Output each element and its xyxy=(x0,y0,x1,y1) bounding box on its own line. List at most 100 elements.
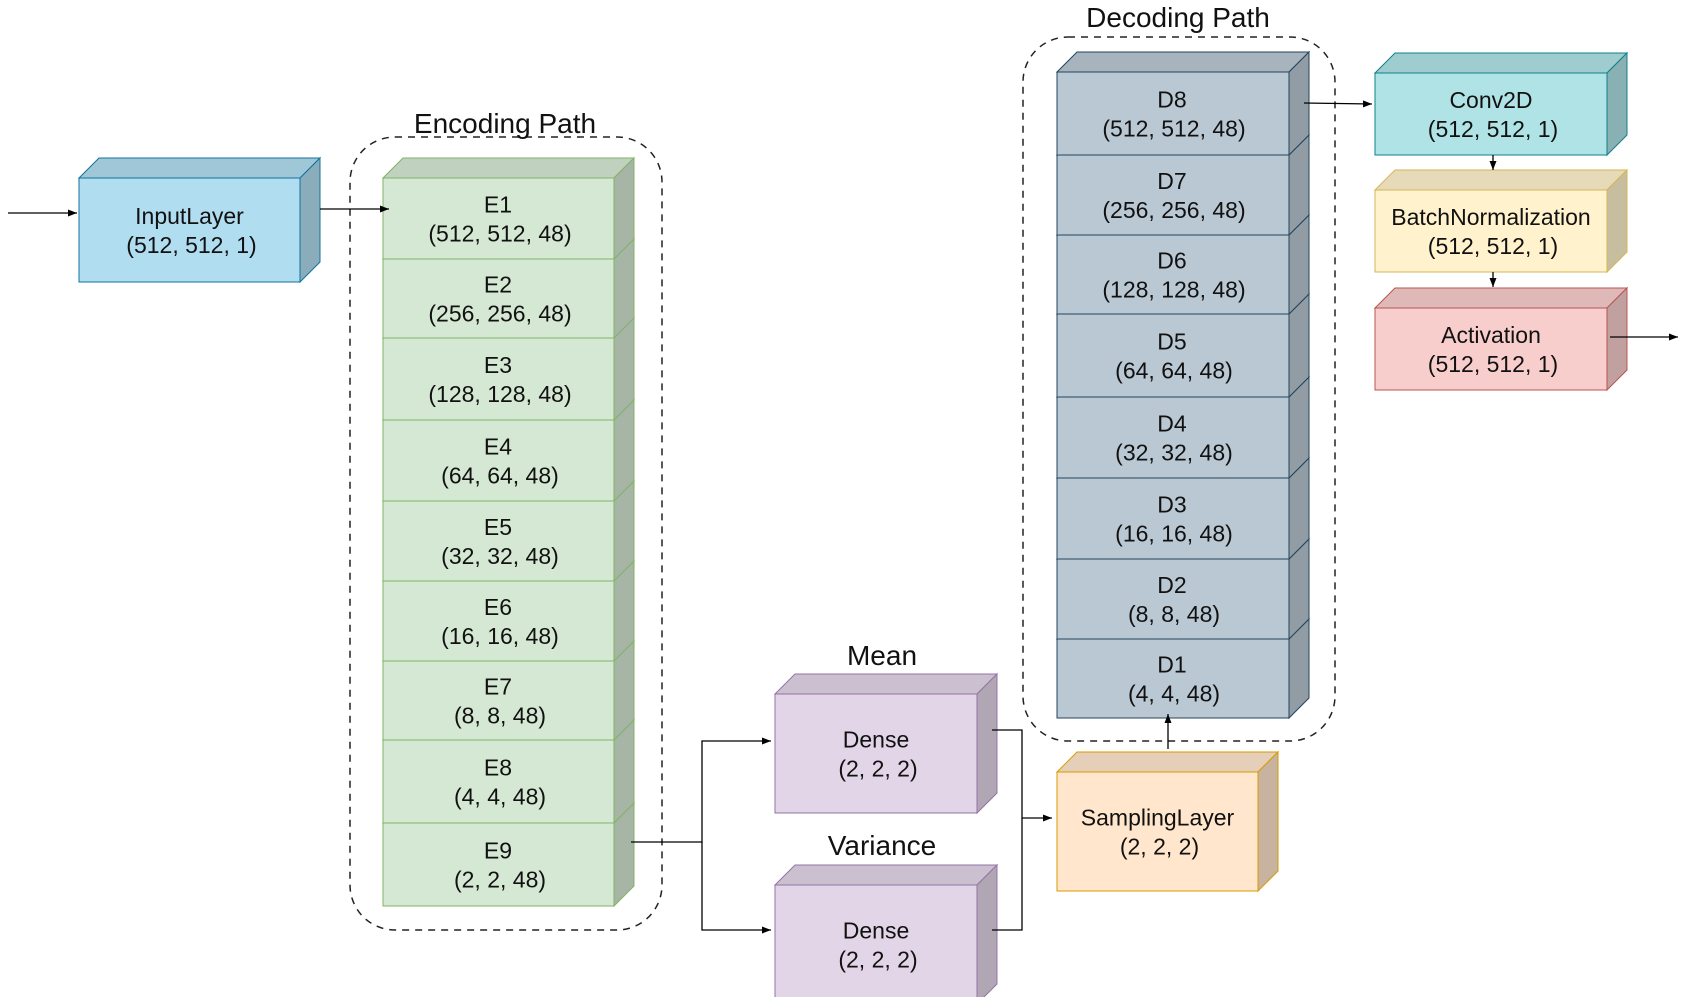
decoder-block-d7-front-face xyxy=(1056,154,1290,236)
decoder-block-d7-shape: (256, 256, 48) xyxy=(1102,197,1245,223)
input-layer-top-face xyxy=(77,157,322,179)
sampling-layer-front-face xyxy=(1056,771,1259,892)
conv2d-layer: Conv2D (512, 512, 1) xyxy=(1373,51,1629,157)
variance-dense-layer-side-face xyxy=(976,863,998,997)
encoder-block-e8-front-face xyxy=(382,739,615,824)
batchnorm-layer-top-face xyxy=(1373,169,1629,191)
decoder-block-d6: D6(128, 128, 48) xyxy=(1055,213,1311,316)
encoder-block-e6-name: E6 xyxy=(484,594,512,620)
activation-layer-front-face xyxy=(1374,307,1608,391)
decoder-block-d1-shape: (4, 4, 48) xyxy=(1128,681,1220,707)
variance-dense-layer-top-face xyxy=(773,864,999,886)
encoder-block-e5-shape: (32, 32, 48) xyxy=(441,543,559,569)
conv2d-layer-front-face xyxy=(1374,72,1608,156)
decoder-block-d8-front-face xyxy=(1056,71,1290,156)
input-layer-front-face xyxy=(78,177,301,283)
conv2d-layer-name: Conv2D xyxy=(1449,87,1532,113)
decoder-block-d3-front-face xyxy=(1056,477,1290,560)
decoder-block-d5-front-face xyxy=(1056,313,1290,398)
decoder-block-d5: D5 (64, 64, 48) xyxy=(1055,292,1311,399)
encoding-path-group xyxy=(349,136,663,931)
encoder-block-e7-shape: (8, 8, 48) xyxy=(454,703,546,729)
encoder-block-e8-shape: (4, 4, 48) xyxy=(454,784,546,810)
mean-dense-layer: Dense (2, 2, 2) xyxy=(773,672,999,815)
encoder-block-e6-front-face xyxy=(382,580,615,662)
mean-dense-layer-shape: (2, 2, 2) xyxy=(838,756,917,782)
encoder-block-e7-front-face xyxy=(382,660,615,741)
sampling-layer-top-face xyxy=(1055,751,1280,773)
input-layer: InputLayer (512, 512, 1) xyxy=(77,156,322,284)
input-layer-side-face xyxy=(299,156,321,284)
variance-dense-layer-name: Dense xyxy=(843,918,909,944)
input-layer-name: InputLayer xyxy=(135,203,244,229)
encoder-block-e7-name: E7 xyxy=(484,674,512,700)
encoder-block-e5-name: E5 xyxy=(484,514,512,540)
batchnorm-layer-shape: (512, 512, 1) xyxy=(1428,233,1558,259)
encoder-block-e3-name: E3 xyxy=(484,352,512,378)
encoder-block-e5-front-face xyxy=(382,500,615,582)
decoder-block-d5-name: D5 xyxy=(1157,329,1186,355)
sampling-layer: SamplingLayer(2, 2, 2) xyxy=(1055,750,1280,893)
variance-title: Variance xyxy=(828,830,936,861)
mean-dense-layer-name: Dense xyxy=(843,727,909,753)
conv2d-layer-shape: (512, 512, 1) xyxy=(1428,116,1558,142)
encoder-block-e9-shape: (2, 2, 48) xyxy=(454,867,546,893)
encoder-block-e4-shape: (64, 64, 48) xyxy=(441,463,559,489)
decoder-block-d8-top-face xyxy=(1055,51,1311,73)
encoder-block-e2-front-face xyxy=(382,258,615,339)
batchnorm-layer-name: BatchNormalization xyxy=(1391,204,1590,230)
sampling-layer-side-face xyxy=(1257,750,1279,893)
batchnorm-layer-front-face xyxy=(1374,189,1608,273)
encoder-block-e1-top-face xyxy=(381,157,636,179)
variance-dense-layer-front-face xyxy=(774,884,978,997)
decoder-block-d2-name: D2 xyxy=(1157,572,1186,598)
decoder-block-d3-name: D3 xyxy=(1157,492,1186,518)
decoder-block-d5-shape: (64, 64, 48) xyxy=(1115,358,1233,384)
encoder-block-e3-front-face xyxy=(382,337,615,421)
sampling-layer-name: SamplingLayer xyxy=(1081,805,1235,831)
connectors xyxy=(8,100,1678,934)
batchnorm-layer: BatchNormalization (512, 512, 1) xyxy=(1373,168,1629,274)
encoder-block-e1-shape: (512, 512, 48) xyxy=(428,221,571,247)
decoder-block-d3-shape: (16, 16, 48) xyxy=(1115,521,1233,547)
activation-layer-name: Activation xyxy=(1441,322,1541,348)
encoding-path-title: Encoding Path xyxy=(414,108,596,139)
encoder-block-e1: E1 (512, 512, 48) xyxy=(381,156,636,261)
decoder-block-d8-shape: (512, 512, 48) xyxy=(1102,116,1245,142)
decoder-block-d8: D8 (512, 512, 48) xyxy=(1055,50,1311,157)
mean-dense-layer-front-face xyxy=(774,693,978,814)
decoder-block-d4-front-face xyxy=(1056,396,1290,479)
e9-to-variance-arrow xyxy=(701,842,771,934)
encoder-block-e1-name: E1 xyxy=(484,192,512,218)
decoder-block-d2-shape: (8, 8, 48) xyxy=(1128,601,1220,627)
activation-layer-shape: (512, 512, 1) xyxy=(1428,351,1558,377)
variance-dense-layer-shape: (2, 2, 2) xyxy=(838,947,917,973)
decoder-block-d7-name: D7 xyxy=(1157,168,1186,194)
encoder-block-e9-name: E9 xyxy=(484,838,512,864)
encoder-block-e6-shape: (16, 16, 48) xyxy=(441,623,559,649)
d8-to-conv-arrow xyxy=(1303,100,1373,108)
encoder-block-e9-front-face xyxy=(382,822,615,907)
decoder-block-d4-shape: (32, 32, 48) xyxy=(1115,440,1233,466)
encoder-block-e8-name: E8 xyxy=(484,755,512,781)
decoder-block-d1-name: D1 xyxy=(1157,652,1186,678)
encoder-block-e3-shape: (128, 128, 48) xyxy=(428,381,571,407)
activation-layer-top-face xyxy=(1373,287,1629,309)
decoder-block-d6-name: D6 xyxy=(1157,248,1186,274)
mean-title: Mean xyxy=(847,640,917,671)
decoding-path-group xyxy=(1022,36,1336,742)
variance-to-sampling-line xyxy=(992,818,1023,931)
mean-dense-layer-top-face xyxy=(773,673,999,695)
decoder-block-d2-front-face xyxy=(1056,558,1290,640)
mean-dense-layer-side-face xyxy=(976,672,998,815)
encoder-block-e4-front-face xyxy=(382,419,615,502)
encoder-block-e2-name: E2 xyxy=(484,272,512,298)
decoder-block-d8-name: D8 xyxy=(1157,87,1186,113)
input-layer-shape: (512, 512, 1) xyxy=(126,232,256,258)
decoder-block-d4-name: D4 xyxy=(1157,411,1187,437)
encoder-block-e1-front-face xyxy=(382,177,615,260)
activation-layer: Activation (512, 512, 1) xyxy=(1373,286,1629,392)
decoding-path-title: Decoding Path xyxy=(1086,2,1270,33)
variance-dense-layer: Dense (2, 2, 2) xyxy=(773,863,999,997)
